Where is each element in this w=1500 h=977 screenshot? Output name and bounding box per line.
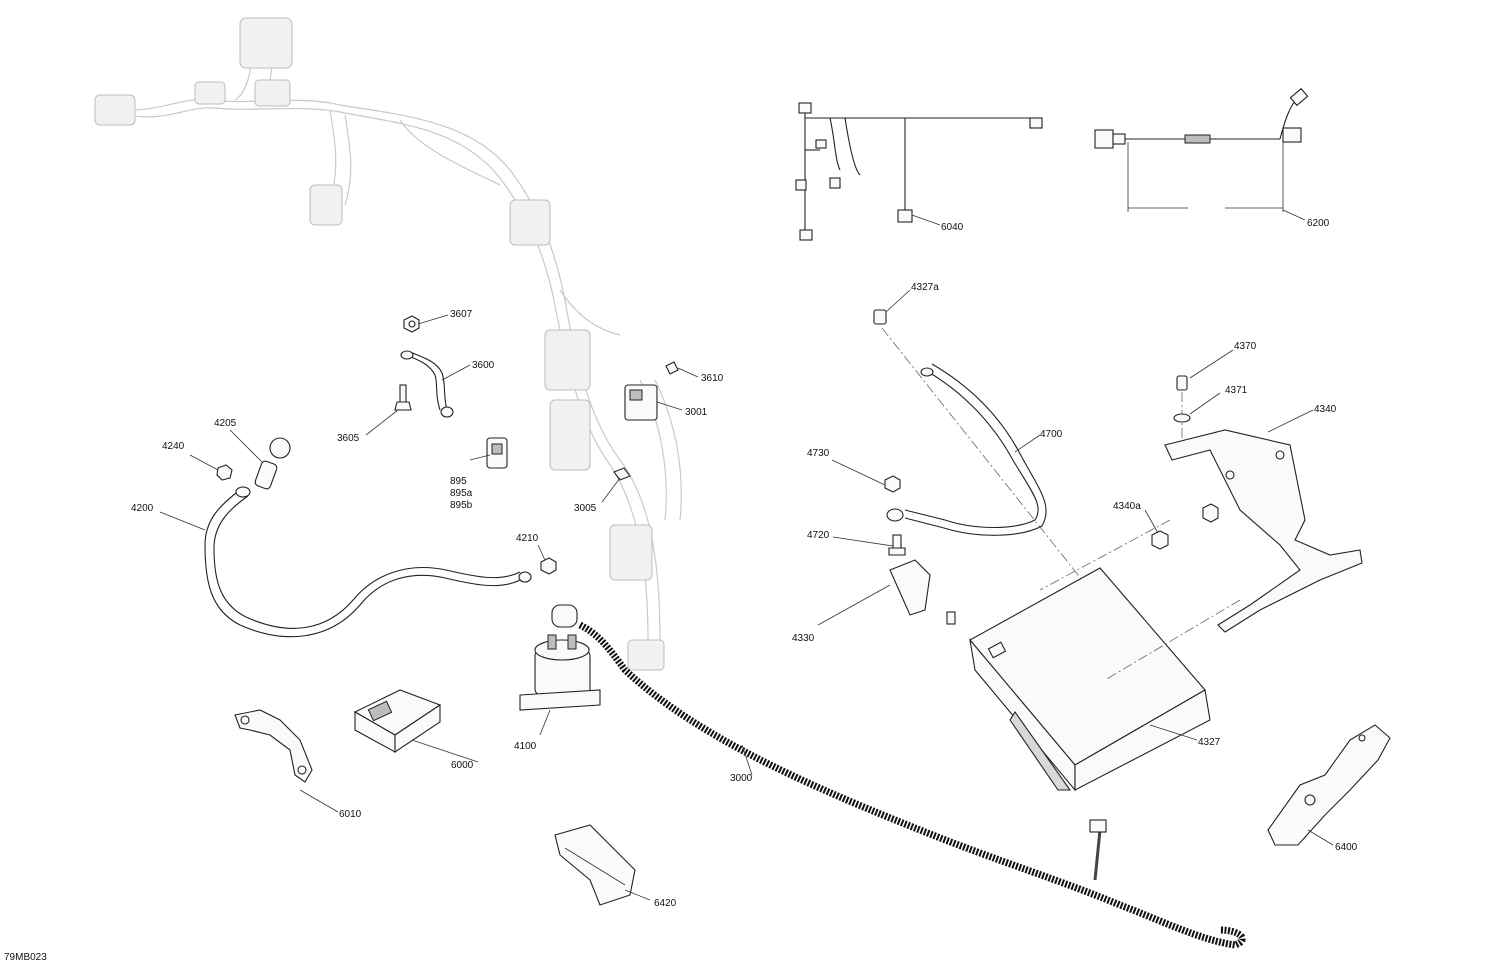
part-3005-bolt	[613, 467, 631, 481]
callout-4340: 4340	[1314, 404, 1337, 415]
callout-4327a: 4327a	[911, 282, 939, 293]
part-4720b-bolt	[946, 611, 956, 625]
part-3600-ground-cable	[400, 350, 454, 418]
leader-lines	[159, 209, 1334, 901]
part-4340-battery-bracket	[1164, 429, 1363, 633]
callout-6420: 6420	[654, 898, 677, 909]
callout-4330: 4330	[792, 633, 815, 644]
callout-3001: 3001	[685, 407, 708, 418]
callout-3000: 3000	[730, 773, 753, 784]
part-6010-bracket	[234, 709, 313, 783]
callout-4340a: 4340a	[1113, 501, 1141, 512]
centerline-4327a	[881, 327, 1091, 591]
part-3001-relay-connector	[624, 384, 658, 421]
part-4327a-screw	[873, 309, 887, 325]
part-3610-screw	[665, 361, 679, 375]
centerline-4340a	[1039, 519, 1171, 591]
callout-6000: 6000	[451, 760, 474, 771]
callout-6200: 6200	[1307, 218, 1330, 229]
part-4720-bolt	[888, 534, 906, 556]
part-4371-washer	[1173, 413, 1191, 423]
callout-4730: 4730	[807, 448, 830, 459]
part-3605-bolt	[394, 384, 412, 411]
callout-4240: 4240	[162, 441, 185, 452]
callout-labels: 3607 3600 3605 3610 3001 895 895a 895b 3…	[4, 218, 1358, 963]
part-4730-nut	[884, 475, 901, 493]
part-4205-terminal-boot	[254, 437, 291, 490]
ghost-main-harness	[94, 17, 682, 671]
callout-3610: 3610	[701, 373, 724, 384]
callout-6400: 6400	[1335, 842, 1358, 853]
callout-3005: 3005	[574, 503, 597, 514]
part-6000-fuse-box	[353, 689, 442, 754]
part-3607-nut	[403, 315, 420, 333]
callout-6040: 6040	[941, 222, 964, 233]
callout-895: 895	[450, 476, 467, 487]
part-4340a-nut	[1151, 503, 1219, 550]
callout-3605: 3605	[337, 433, 360, 444]
part-6200-extension-wire	[1094, 87, 1309, 212]
callout-4205: 4205	[214, 418, 237, 429]
callout-4100: 4100	[514, 741, 537, 752]
part-4210-nut	[540, 557, 557, 575]
part-4330-terminal-cap	[889, 559, 931, 616]
part-4200-battery-cable	[204, 486, 532, 638]
part-895-sensor	[486, 437, 508, 469]
centerline-4340	[1104, 599, 1241, 681]
part-3000-main-harness	[578, 621, 1246, 949]
callout-895b: 895b	[450, 500, 473, 511]
part-6040-sub-harness	[795, 102, 1043, 241]
callout-4200: 4200	[131, 503, 154, 514]
callout-4371: 4371	[1225, 385, 1248, 396]
callout-3607: 3607	[450, 309, 473, 320]
figure-id: 79MB023	[4, 952, 47, 963]
part-6400-protector	[1267, 724, 1391, 846]
callout-4720: 4720	[807, 530, 830, 541]
part-4240-nut	[216, 464, 233, 481]
part-4100-starter-solenoid	[519, 604, 601, 711]
callout-3600: 3600	[472, 360, 495, 371]
part-6420-bracket	[554, 824, 636, 906]
callout-4370: 4370	[1234, 341, 1257, 352]
callout-4210: 4210	[516, 533, 539, 544]
callout-4327: 4327	[1198, 737, 1221, 748]
callout-6010: 6010	[339, 809, 362, 820]
callout-4700: 4700	[1040, 429, 1063, 440]
part-4370-bolt	[1176, 375, 1188, 391]
part-4327-battery	[969, 567, 1211, 792]
part-4700-positive-cable	[886, 363, 1047, 536]
callout-895a: 895a	[450, 488, 473, 499]
